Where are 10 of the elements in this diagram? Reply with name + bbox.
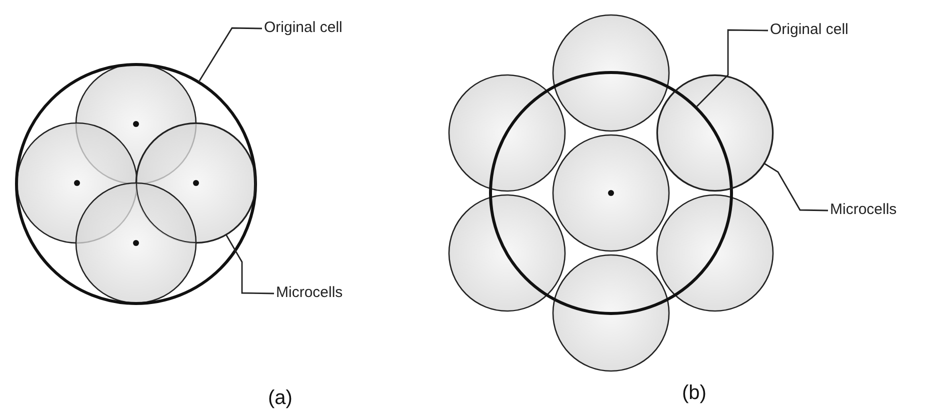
leader-line xyxy=(764,162,828,212)
callout-label: Original cell xyxy=(264,19,342,38)
callout-label: Original cell xyxy=(770,21,848,40)
leader-line xyxy=(226,234,274,294)
callout-label: Microcells xyxy=(276,284,343,303)
leader-line xyxy=(198,27,262,82)
panel-label: (a) xyxy=(268,386,292,411)
leader-line xyxy=(696,29,768,107)
panel-label: (b) xyxy=(682,381,706,406)
callout-label: Microcells xyxy=(830,201,897,220)
